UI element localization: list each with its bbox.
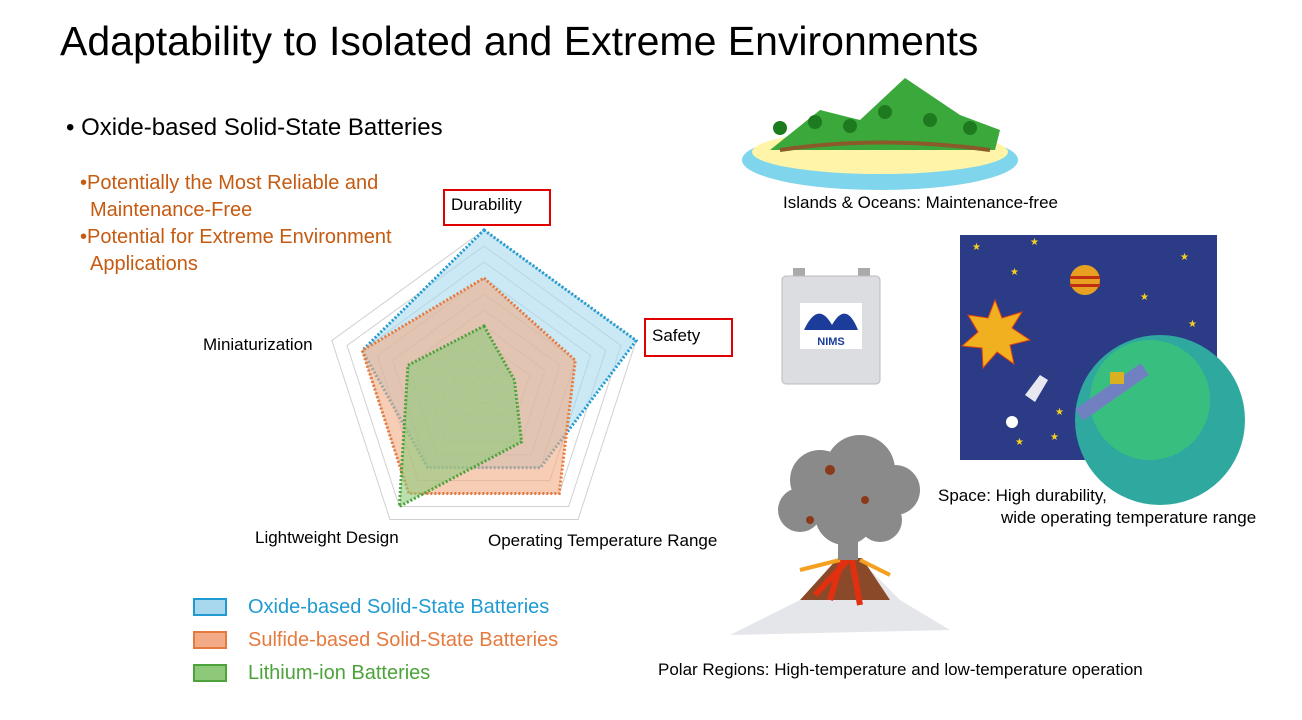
sub-point-2b: Applications: [90, 253, 198, 275]
highlight-box-safety: [644, 318, 733, 357]
legend-swatch-oxide: [193, 598, 227, 616]
axis-label-safety: Safety: [652, 326, 701, 345]
svg-text:★: ★: [1030, 237, 1039, 248]
sub-point-2a: •Potential for Extreme Environment: [80, 226, 392, 248]
caption-space-1: Space: High durability,: [938, 486, 1107, 505]
legend-swatch-sulfide: [193, 631, 227, 649]
caption-islands: Islands & Oceans: Maintenance-free: [783, 193, 1058, 212]
bullet-heading: • Oxide-based Solid-State Batteries: [66, 114, 443, 141]
legend-label-sulfide: Sulfide-based Solid-State Batteries: [248, 629, 559, 651]
svg-text:★: ★: [1055, 407, 1064, 418]
svg-text:★: ★: [1015, 437, 1024, 448]
svg-text:★: ★: [972, 242, 981, 253]
legend-label-lithium: Lithium-ion Batteries: [248, 662, 431, 684]
axis-label-lightweight: Lightweight Design: [255, 528, 399, 547]
axis-label-durability: Durability: [451, 195, 522, 214]
svg-text:★: ★: [1140, 292, 1149, 303]
caption-polar: Polar Regions: High-temperature and low-…: [658, 660, 1143, 679]
svg-text:★: ★: [1188, 319, 1197, 330]
svg-text:★: ★: [1180, 252, 1189, 263]
axis-label-miniaturization: Miniaturization: [203, 335, 313, 354]
legend-label-oxide: Oxide-based Solid-State Batteries: [248, 596, 550, 618]
legend-swatch-lithium: [193, 664, 227, 682]
highlight-box-durability: [443, 189, 551, 226]
caption-space-2: wide operating temperature range: [1001, 508, 1257, 527]
slide-title: Adaptability to Isolated and Extreme Env…: [60, 18, 979, 64]
series-polygon-2: [397, 324, 524, 510]
svg-text:★: ★: [1010, 267, 1019, 278]
sub-point-1a: •Potentially the Most Reliable and: [80, 172, 379, 194]
svg-text:★: ★: [1050, 432, 1059, 443]
nims-logo: NIMS: [817, 336, 845, 348]
axis-label-operating-temperature: Operating Temperature Range: [488, 531, 718, 550]
sub-point-1b: Maintenance-Free: [90, 199, 253, 221]
